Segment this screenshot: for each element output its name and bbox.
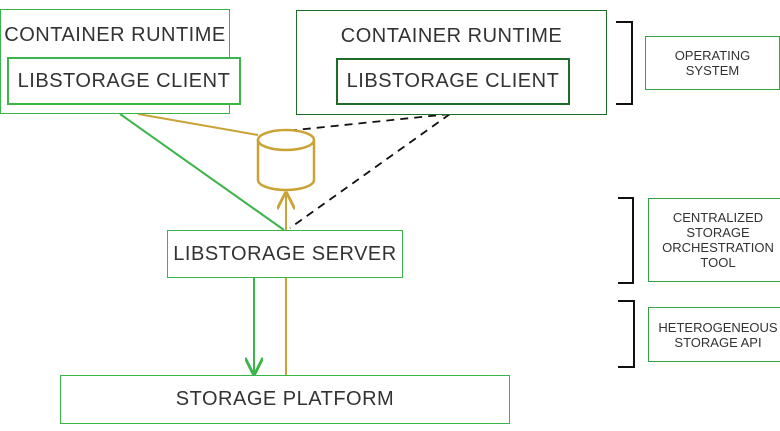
left-libstorage-client: LIBSTORAGE CLIENT <box>7 57 241 105</box>
libstorage-server-box: LIBSTORAGE SERVER <box>167 230 403 278</box>
storage-platform-box: STORAGE PLATFORM <box>60 375 510 424</box>
orchestration-legend: CENTRALIZED STORAGE ORCHESTRATION TOOL <box>648 198 780 282</box>
right-client-label: LIBSTORAGE CLIENT <box>346 70 560 92</box>
operating-system-legend: OPERATING SYSTEM <box>645 36 780 90</box>
left-client-label: LIBSTORAGE CLIENT <box>17 69 231 92</box>
storage-api-label: HETEROGENEOUS STORAGE API <box>658 319 778 350</box>
orchestration-bracket <box>618 197 634 284</box>
right-container-runtime-title: CONTAINER RUNTIME <box>340 25 563 47</box>
libstorage-server-label: LIBSTORAGE SERVER <box>173 242 397 265</box>
right-client-to-server-dashed <box>289 113 451 229</box>
client-to-db-line <box>137 113 259 136</box>
left-container-runtime-title: CONTAINER RUNTIME <box>4 24 226 46</box>
left-client-to-server-line <box>119 113 285 231</box>
right-libstorage-client: LIBSTORAGE CLIENT <box>336 58 570 105</box>
storage-platform-label: STORAGE PLATFORM <box>175 388 395 410</box>
operating-system-bracket <box>616 21 633 105</box>
right-client-to-db-dashed <box>285 113 451 132</box>
operating-system-label: OPERATING SYSTEM <box>674 48 751 78</box>
database-icon <box>256 128 316 192</box>
storage-api-bracket <box>618 300 635 368</box>
storage-api-legend: HETEROGENEOUS STORAGE API <box>648 307 780 362</box>
orchestration-label: CENTRALIZED STORAGE ORCHESTRATION TOOL <box>662 210 774 270</box>
